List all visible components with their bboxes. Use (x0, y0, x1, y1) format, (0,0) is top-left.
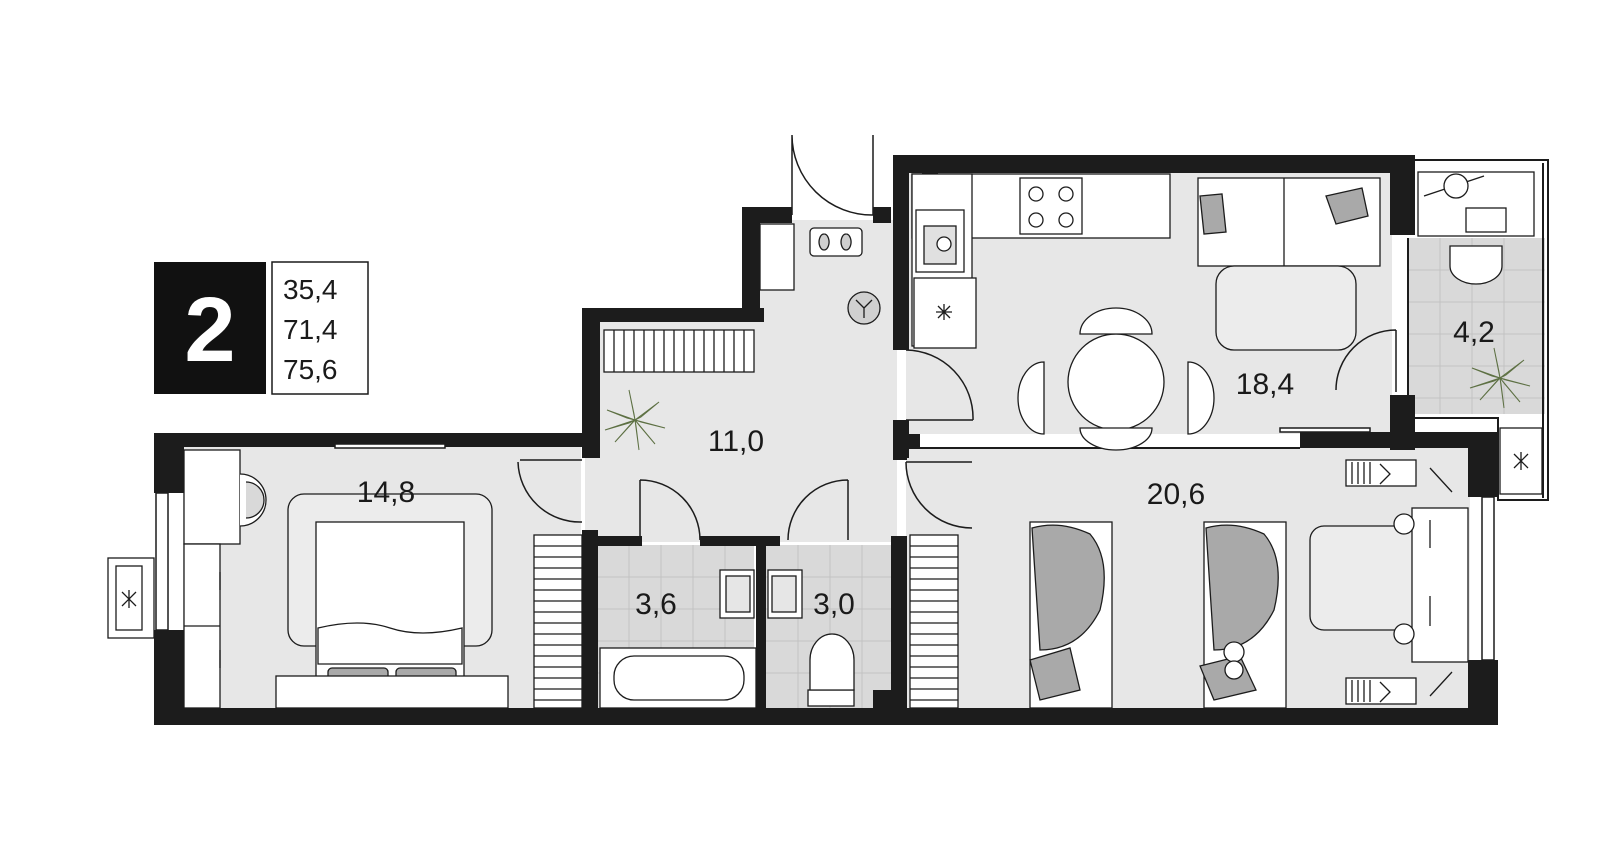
hob (1019, 177, 1083, 235)
bed-left-blanket (1031, 524, 1105, 651)
radiator-hall (603, 329, 755, 373)
wall-entry-top-left (742, 207, 792, 223)
hall-wardrobe (759, 223, 795, 291)
sofa-cushion (1325, 187, 1369, 225)
wall-bath-top (582, 536, 642, 546)
children-rug (1309, 525, 1421, 631)
toilet-door (787, 479, 849, 541)
wall-bedroom-top (154, 433, 584, 447)
balcony-chair (1449, 245, 1503, 285)
kitchen-furniture (911, 173, 1381, 451)
wall-toilet-right-base (873, 690, 907, 710)
desk-chair-children (1393, 623, 1415, 645)
radiator-children (909, 534, 959, 709)
bathroom-area: 3,6 (635, 588, 677, 621)
balcony-outline (1407, 159, 1549, 501)
desk-lamp-icon (1429, 467, 1453, 697)
radiator-bedroom (533, 534, 583, 709)
entrance-door (791, 134, 874, 216)
dining-chair (1017, 307, 1215, 451)
toilet-bowl (809, 633, 855, 691)
fridge-icon (936, 304, 952, 320)
wall-kitchen-left (893, 155, 909, 350)
living-area-value: 35,4 (283, 274, 338, 305)
children-desk (1411, 507, 1469, 663)
bedroom-area: 14,8 (357, 476, 415, 509)
total-area-with-balcony-value: 75,6 (283, 354, 338, 385)
bed-headboard (275, 675, 509, 709)
bed-right-blanket (1205, 524, 1279, 651)
toilet-tank (807, 689, 855, 707)
living-rug (1215, 265, 1357, 351)
balcony-furniture (1417, 171, 1543, 495)
area-summary-box (271, 261, 369, 395)
wall-kitchen-bottom (1300, 432, 1470, 448)
plant-hall-icon (604, 389, 666, 451)
doors (517, 134, 1397, 541)
children-door (905, 461, 973, 529)
toilet-area: 3,0 (813, 588, 855, 621)
room-count-badge (154, 262, 266, 394)
sofa-cushion (1199, 193, 1227, 235)
shoe-mat (809, 227, 863, 257)
radiators (533, 329, 959, 709)
wall-toilet-right (891, 536, 907, 708)
wall-bath-top-mid (700, 536, 780, 546)
summary-block: 2 35,4 71,4 75,6 (154, 261, 369, 395)
children-furniture (1029, 459, 1469, 709)
wall-hall-left-top (582, 308, 600, 458)
window-bedroom (155, 492, 169, 631)
window-children (1481, 496, 1495, 661)
dining-table (1067, 333, 1165, 431)
hall-furniture (759, 223, 881, 325)
windows (155, 427, 1495, 661)
window-bedroom-top (334, 443, 446, 449)
wall-children-right (1468, 432, 1498, 497)
bed-blanket (317, 622, 463, 665)
bathroom-fixtures (599, 569, 855, 709)
kitchen-living-area: 18,4 (1236, 368, 1294, 401)
wall-bedroom-left (154, 433, 184, 493)
total-area-value: 71,4 (283, 314, 338, 345)
balcony-area: 4,2 (1453, 316, 1495, 349)
room-count: 2 (184, 279, 235, 381)
wall-hall-top (582, 308, 764, 322)
walls (154, 155, 1498, 725)
bathroom-door (639, 479, 701, 541)
kitchen-door (905, 349, 974, 421)
wall-bottom (154, 708, 1498, 725)
wall-kitchen-right (1390, 155, 1415, 235)
entrance-hall-area: 11,0 (708, 425, 764, 458)
wall-kitchen-top (893, 155, 1398, 173)
wall-entry-left (742, 207, 760, 322)
balcony-door (1335, 329, 1397, 392)
wall-bath-divider (756, 536, 766, 708)
bedroom-furniture (107, 449, 509, 709)
teddy-bear-icon (1223, 641, 1245, 663)
wall-bath-left (582, 530, 598, 725)
wall-hall-right-lower (893, 420, 907, 460)
wall-children-right-lower (1468, 660, 1498, 725)
children-room-area: 20,6 (1147, 478, 1205, 511)
bedroom-desk (183, 449, 241, 545)
plant-balcony-icon (1469, 347, 1531, 409)
wall-middle (906, 434, 920, 448)
wall-entry-top-right (873, 207, 891, 223)
window-kitchen-bottom (1279, 427, 1371, 433)
bedroom-door (517, 459, 583, 523)
desk-chair-children (1393, 513, 1415, 535)
room-labels: 11,0 18,4 4,2 14,8 20,6 3,6 3,0 (357, 316, 1495, 621)
shoes-icon (818, 233, 852, 251)
